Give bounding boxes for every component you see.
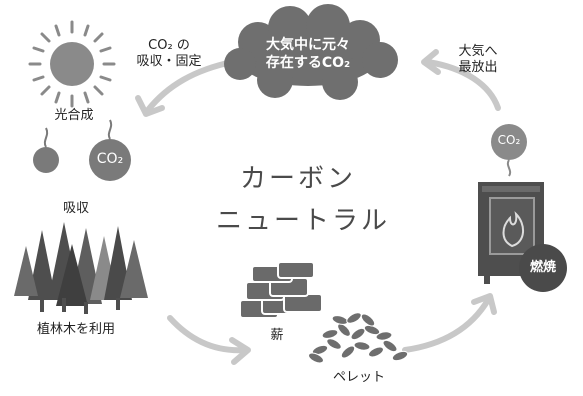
photosynthesis-label: 光合成 (54, 108, 94, 123)
forest-icon (14, 222, 148, 314)
co2-text-stove: CO₂ (497, 133, 521, 147)
arrow-cloud-to-plants (145, 59, 235, 113)
absorb-fix-label: CO₂ の 吸収・固定 (124, 38, 214, 70)
pellets-icon (308, 312, 409, 364)
burn-label: 燃焼 (529, 260, 556, 275)
co2-bubble-plants (89, 119, 131, 181)
cloud-line1: 大気中に元々 (266, 37, 350, 53)
release-line1: 大気へ (458, 44, 498, 59)
release-label: 大気へ 最放出 (450, 44, 506, 76)
small-bubble-icon (33, 127, 59, 173)
arrow-fuel-to-stove (402, 297, 491, 353)
cloud-line2: 存在するCO₂ (265, 55, 351, 71)
sun-icon (28, 20, 116, 108)
co2-bubble-stove (491, 124, 527, 177)
title-line1: カーボン (240, 164, 357, 194)
firewood-icon (239, 261, 323, 319)
cloud-shape (224, 4, 398, 100)
arrow-stove-to-cloud (425, 59, 501, 111)
arrow-trees-to-fuel (167, 315, 248, 354)
co2-text-plants: CO₂ (96, 151, 124, 167)
absorb-fix-line1: CO₂ の (148, 38, 190, 53)
cloud-caption: 大気中に元々 存在するCO₂ (238, 36, 378, 72)
release-line2: 最放出 (458, 60, 498, 75)
absorb-fix-line2: 吸収・固定 (136, 54, 202, 69)
burn-badge (519, 244, 567, 292)
pellet-label: ペレット (332, 370, 385, 385)
title-line2: ニュートラル (216, 206, 391, 236)
absorption-label: 吸収 (62, 201, 89, 216)
firewood-label: 薪 (270, 328, 284, 343)
use-trees-label: 植林木を利用 (36, 322, 115, 337)
